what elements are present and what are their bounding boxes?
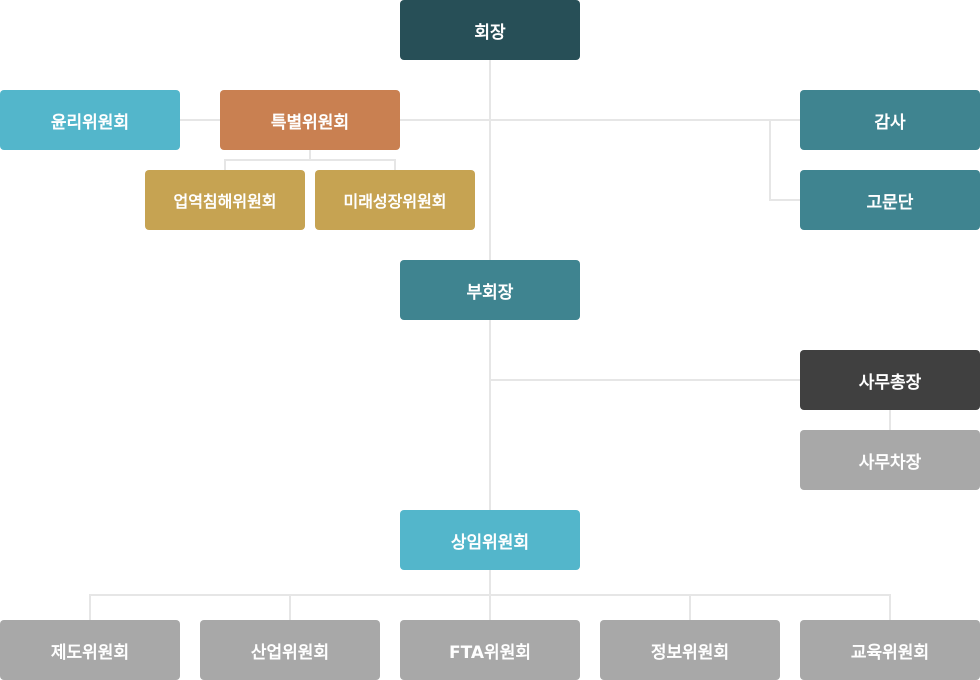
future-growth-committee-box: 미래성장위원회 [315,170,475,230]
education-committee-box: 교육위원회 [800,620,980,680]
connector-committee-drop-4 [689,594,691,620]
connector-committee-drop-3 [489,594,491,620]
connector-special-left-drop [224,159,226,170]
connector-committee-drop-2 [289,594,291,620]
industry-committee-box: 산업위원회 [200,620,380,680]
chairman-box: 회장 [400,0,580,60]
system-committee-box: 제도위원회 [0,620,180,680]
special-committee-box: 특별위원회 [220,90,400,150]
vice-chairman-box: 부회장 [400,260,580,320]
advisory-group-box: 고문단 [800,170,980,230]
connector-level1-horizontal [180,119,800,121]
connector-committee-drop-5 [889,594,891,620]
connector-special-horizontal [224,159,396,161]
ethics-committee-box: 윤리위원회 [0,90,180,150]
fta-committee-box: FTA위원회 [400,620,580,680]
connector-secretary-horizontal [490,379,800,381]
secretary-general-box: 사무총장 [800,350,980,410]
connector-advisory-vertical [769,120,771,201]
audit-box: 감사 [800,90,980,150]
connector-special-right-drop [394,159,396,170]
connector-committee-drop-1 [89,594,91,620]
connector-special-down [309,150,311,160]
standing-committee-box: 상임위원회 [400,510,580,570]
deputy-secretary-general-box: 사무차장 [800,430,980,490]
business-infringement-committee-box: 업역침해위원회 [145,170,305,230]
connector-advisory-horizontal [769,199,800,201]
connector-main-vertical [489,60,491,620]
connector-secretary-vertical [889,410,891,430]
information-committee-box: 정보위원회 [600,620,780,680]
